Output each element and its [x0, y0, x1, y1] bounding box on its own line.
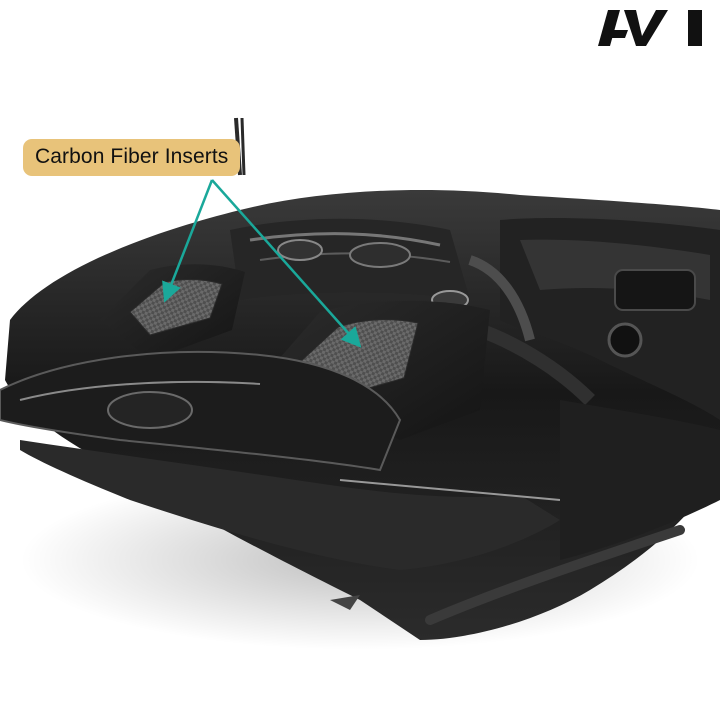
scan-fragment — [330, 595, 360, 610]
avi-logo-icon — [598, 8, 706, 48]
strut-mount — [607, 322, 643, 358]
left-engine-cover — [100, 264, 245, 360]
lower-front-panel — [20, 440, 560, 570]
radiator-support — [0, 350, 402, 472]
engine-components — [230, 218, 595, 405]
callout-arrows — [162, 179, 362, 348]
callout-label: Carbon Fiber Inserts — [23, 139, 241, 176]
reservoir — [107, 391, 193, 429]
arrow-to-left-insert — [162, 179, 214, 303]
bumper-highlight — [19, 380, 261, 401]
frame-edge — [339, 479, 561, 501]
antenna-right — [240, 117, 246, 176]
arrow-to-right-insert — [211, 179, 362, 348]
cowl-vent — [614, 269, 696, 311]
fender-right — [560, 400, 720, 560]
frame-rail — [425, 525, 685, 625]
